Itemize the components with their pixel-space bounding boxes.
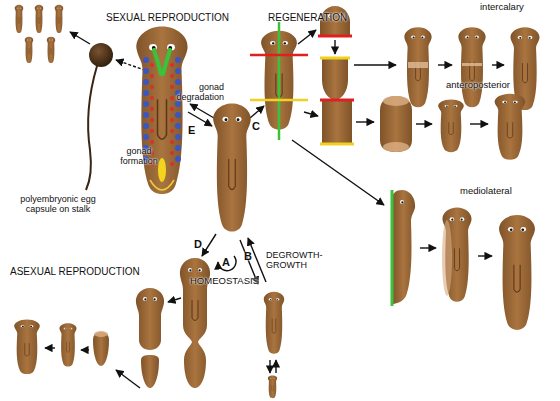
section-title: REGENERATION [268, 12, 368, 24]
mode-label: mediolateral [460, 186, 540, 197]
mediolateral-series [392, 190, 535, 330]
egg-capsule [86, 43, 113, 190]
arrows [45, 30, 504, 388]
degrowth-worms [264, 292, 285, 399]
step-letter: A [222, 256, 236, 269]
anteroposterior-series [320, 94, 525, 160]
central-worm [213, 103, 251, 231]
step-letter: E [188, 124, 202, 137]
regeneration-worm [250, 22, 308, 140]
sexual-worm [136, 26, 187, 194]
mode-label: anteroposterior [446, 80, 536, 91]
transition-label: gonad formation [114, 146, 164, 167]
step-letter: C [252, 120, 266, 133]
section-title: SEXUAL REPRODUCTION [106, 12, 236, 24]
section-title: ASEXUAL REPRODUCTION [10, 266, 150, 278]
process-label: DEGROWTH-GROWTH [266, 250, 324, 271]
mode-label: intercalary [480, 2, 550, 13]
asexual-series [14, 258, 210, 388]
step-letter: B [244, 250, 258, 263]
process-label: HOMEOSTASIS [190, 276, 270, 287]
transition-label: gonad degradation [170, 82, 224, 103]
structure-label: polyembryonic egg capsule on stalk [8, 194, 108, 215]
juvenile-worms [15, 5, 64, 63]
step-letter: D [194, 238, 208, 251]
